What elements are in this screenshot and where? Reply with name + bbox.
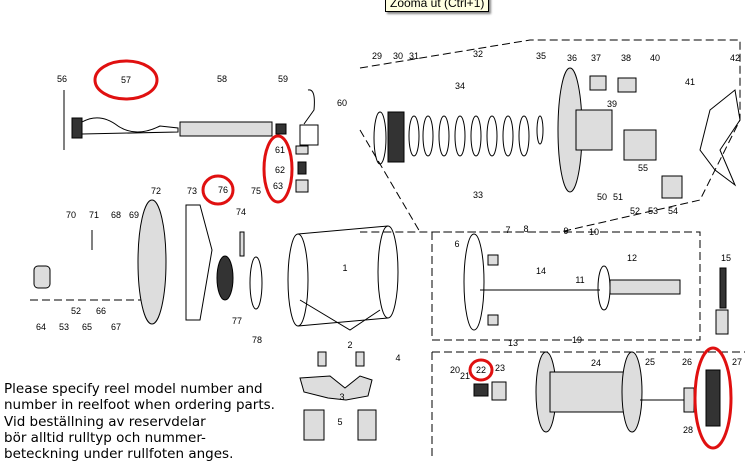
highlight-27 [693,346,733,450]
part-label: 10 [589,227,599,237]
ordering-note-swedish: Vid beställning av reservdelar bör allti… [4,414,233,462]
ordering-note-english: Please specify reel model number and num… [4,381,275,413]
part-label: 27 [732,357,742,367]
part-label: 33 [473,190,483,200]
reel-frame [287,225,399,441]
part-label: 29 [372,51,382,61]
part-label: 25 [645,357,655,367]
highlight-markers [93,59,733,450]
part-label: 75 [251,186,261,196]
part-label: 65 [82,322,92,332]
drag-washer-stack [373,67,741,199]
part-label: 38 [621,53,631,63]
part-label: 69 [129,210,139,220]
part-label: 35 [536,51,546,61]
part-label: 1 [342,263,347,273]
part-label: 59 [278,74,288,84]
part-label: 15 [721,253,731,263]
highlight-57 [93,59,159,101]
part-label: 31 [409,51,419,61]
part-label: 61 [275,145,285,155]
part-label: 24 [591,358,601,368]
part-label: 3 [339,392,344,402]
part-label: 50 [597,192,607,202]
part-label: 51 [613,192,623,202]
part-label: 73 [187,186,197,196]
part-label: 21 [460,371,470,381]
part-label: 55 [638,163,648,173]
part-label: 40 [650,53,660,63]
part-label: 58 [217,74,227,84]
part-label: 57 [121,75,131,85]
part-label: 4 [395,353,400,363]
part-label: 9 [563,226,568,236]
part-label: 76 [218,185,228,195]
note-line: Please specify reel model number and [4,381,263,397]
part-label: 5 [337,417,342,427]
part-label: 72 [151,186,161,196]
part-label: 60 [337,98,347,108]
part-label: 63 [273,181,283,191]
part-label: 30 [393,51,403,61]
part-label: 26 [682,357,692,367]
zoom-out-tooltip: Zooma ut (Ctrl+1) [385,0,490,12]
part-label: 74 [236,207,246,217]
part-label: 66 [96,306,106,316]
highlight-76 [201,174,235,206]
part-label: 68 [111,210,121,220]
part-label: 53 [59,322,69,332]
note-line: beteckning under rullfoten anges. [4,446,234,462]
part-label: 42 [730,53,740,63]
note-line: bör alltid rulltyp och nummer- [4,430,206,446]
part-label: 70 [66,210,76,220]
part-label: 7 [505,225,510,235]
part-label: 6 [454,239,459,249]
part-label: 23 [495,363,505,373]
part-label: 52 [630,206,640,216]
part-label: 64 [36,322,46,332]
part-label: 22 [476,365,486,375]
part-label: 56 [57,74,67,84]
note-line: Vid beställning av reservdelar [4,414,206,430]
part-label: 77 [232,316,242,326]
part-label: 41 [685,77,695,87]
part-label: 54 [668,206,678,216]
part-label: 67 [111,322,121,332]
part-label: 52 [71,306,81,316]
part-label: 53 [648,206,658,216]
highlight-61-63 [262,134,294,204]
side-plate-assembly [33,199,263,325]
part-label: 12 [627,253,637,263]
spool-assembly [463,233,729,433]
part-label: 28 [683,425,693,435]
part-label: 11 [575,275,584,285]
part-label: 13 [508,338,518,348]
part-label: 14 [536,266,546,276]
part-label: 39 [607,99,617,109]
part-label: 19 [572,335,582,345]
part-label: 71 [89,210,99,220]
part-labels: 56 57 58 59 60 61 62 63 29 30 31 32 34 3… [36,49,742,435]
part-label: 8 [523,224,528,234]
highlight-22 [468,358,494,382]
part-label: 78 [252,335,262,345]
note-line: number in reelfoot when ordering parts. [4,397,275,413]
part-label: 32 [473,49,483,59]
part-label: 2 [347,340,352,350]
part-label: 34 [455,81,465,91]
part-label: 37 [591,53,601,63]
part-label: 62 [275,165,285,175]
handle-assembly [63,89,319,193]
part-label: 20 [450,365,460,375]
part-label: 36 [567,53,577,63]
